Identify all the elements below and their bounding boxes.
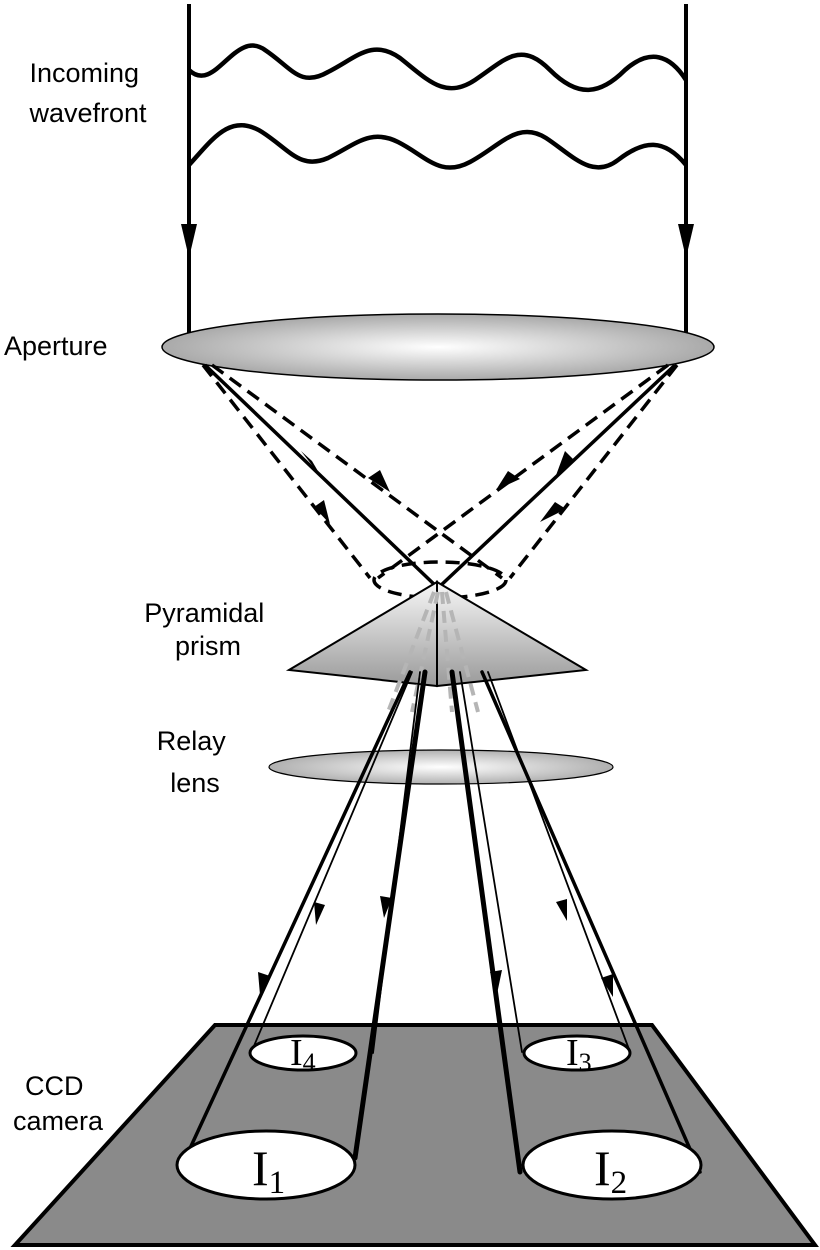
aperture-lens <box>161 313 715 381</box>
internal-ray <box>410 591 440 713</box>
dashed-ray <box>376 363 670 580</box>
dashed-ray <box>508 363 679 580</box>
dashed-arrowheads <box>314 470 566 524</box>
internal-ray <box>440 591 454 713</box>
label-ccd-camera: CCD camera <box>13 1071 104 1136</box>
arrowhead-icon <box>258 972 270 995</box>
beam-i4-inner <box>372 671 421 1054</box>
pupil-spot-i4 <box>248 1034 358 1072</box>
arrowhead-icon <box>301 451 322 478</box>
spot-label-i2: I2 <box>594 1140 627 1201</box>
output-arrowheads <box>258 896 613 997</box>
converging-ray-left <box>203 363 440 590</box>
relay-lens <box>268 749 614 785</box>
pupil-spot-i2 <box>521 1129 703 1201</box>
beam-i1-outer <box>178 670 412 1172</box>
dashed-ray <box>201 363 372 580</box>
internal-ray <box>386 591 436 713</box>
label-aperture: Aperture <box>4 331 108 361</box>
beam-i4-outer <box>250 671 413 1054</box>
arrowhead-icon <box>540 502 566 522</box>
wavefront-waves <box>187 43 688 170</box>
arrowhead-icon <box>314 500 330 524</box>
converging-rays <box>203 363 677 590</box>
arrowhead-icon <box>678 224 694 258</box>
spot-label-i4: I4 <box>290 1032 316 1077</box>
dashed-ray <box>210 363 504 580</box>
arrowhead-icon <box>380 896 392 918</box>
pupil-spot-i1 <box>175 1129 357 1201</box>
arrowhead-icon <box>555 451 575 478</box>
arrowhead-icon <box>601 974 613 997</box>
arrowhead-icon <box>368 470 390 492</box>
prism-internal-rays <box>386 591 480 713</box>
label-pyramidal-prism: Pyramidal prism <box>144 598 272 661</box>
prism-face-right <box>436 580 590 688</box>
spot-label-i3: I3 <box>566 1032 592 1077</box>
beam-i2-inner <box>449 669 523 1175</box>
internal-ray <box>444 591 480 713</box>
prism-face-left <box>285 580 438 688</box>
dashed-rays <box>201 363 679 600</box>
converging-arrowheads <box>301 451 575 478</box>
ccd-camera-plate <box>10 1023 819 1247</box>
arrowhead-icon <box>314 902 325 925</box>
spot-label-i1: I1 <box>252 1140 285 1201</box>
incoming-rays <box>181 4 694 342</box>
beam-i3-inner <box>459 671 523 1053</box>
label-relay-lens: Relay lens <box>157 726 234 798</box>
wavefront-line-lower <box>187 123 688 170</box>
output-beams <box>178 669 702 1175</box>
wavefront-line-upper <box>187 43 688 93</box>
label-incoming-wavefront: Incoming wavefront <box>28 58 147 128</box>
arrowhead-icon <box>181 224 197 258</box>
pupil-spot-i3 <box>522 1034 632 1072</box>
arrowhead-icon <box>496 471 520 490</box>
pyramidal-prism <box>285 580 590 688</box>
arrowhead-icon <box>556 899 567 921</box>
pupil-spots <box>175 1034 703 1201</box>
beam-i3-outer <box>487 671 631 1053</box>
arrowhead-icon <box>490 970 502 994</box>
